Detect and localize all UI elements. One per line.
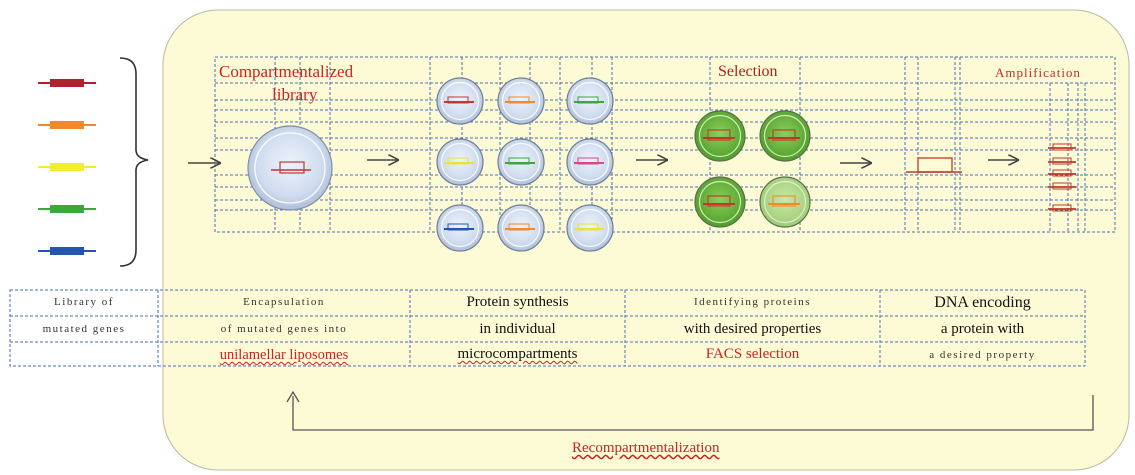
selected-liposomes [694,110,811,228]
table-col5-row3: a desired property [929,349,1036,361]
table-col3-row1: Protein synthesis [466,294,569,310]
liposome [566,204,614,252]
gene-bar [38,121,96,129]
table-col4-row3: FACS selection [705,346,800,362]
liposome [566,77,614,125]
gene-bar [38,247,96,255]
amplified-dna-copy [1048,182,1076,190]
gene-bar [38,79,96,87]
gene-library [38,79,96,255]
table-col5-row2: a protein with [940,321,1025,337]
liposome [497,204,545,252]
table-col3-row2: in individual [479,321,556,337]
table-col5-row1: DNA encoding [934,294,1031,311]
liposome [497,77,545,125]
gene-bar [38,163,96,171]
library-bracket [119,57,149,267]
selected-liposome [694,110,746,162]
stage-title-amplification: Amplification [995,65,1081,80]
amplified-dna-copy [1048,143,1076,151]
recompartmentalization-label: Recompartmentalization [572,440,720,456]
selected-liposome [759,176,811,228]
table-col4-row1: Identifying proteins [693,296,812,308]
recompartmentalization-arrowhead [286,390,300,403]
table-col1-row1: Library of [54,296,114,308]
amplified-dna-copy [1048,204,1076,212]
table-col3-row3: microcompartments [457,346,578,362]
stage-title-selection: Selection [718,63,778,80]
table-col4-row2: with desired properties [683,321,822,337]
table-col1-row2: mutated genes [42,323,126,335]
table-col2-row2: of mutated genes into [220,323,348,335]
liposome [566,138,614,186]
table-col2-row1: Encapsulation [243,296,325,308]
stage-title-library: library [272,85,318,104]
large-liposome [247,125,333,211]
liposome [436,204,484,252]
liposome-grid [436,77,614,252]
liposome [497,138,545,186]
amplified-dna [1048,143,1076,212]
liposome [436,138,484,186]
gene-bar [38,205,96,213]
amplified-dna-copy [1048,157,1076,165]
background-panel [162,9,1130,471]
selected-dna [906,157,962,173]
liposome [436,77,484,125]
table-grid [9,289,1086,367]
amplified-dna-copy [1048,169,1076,177]
stage-title-compartmentalized: Compartmentalized [219,62,354,81]
selected-liposome [759,110,811,162]
dashed-grid [214,56,1116,233]
process-arrows [188,160,1018,163]
selected-liposome [694,176,746,228]
table-col2-row3: unilamellar liposomes [219,347,349,363]
recompartmentalization-arrow [292,395,1094,431]
